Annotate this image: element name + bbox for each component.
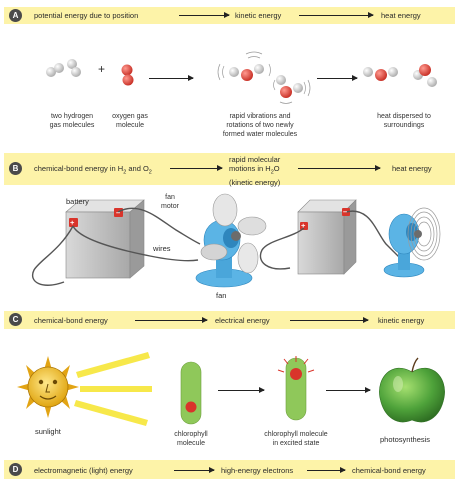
caption-o2-text: oxygen gas molecule xyxy=(112,113,148,129)
fan-right-spinning xyxy=(383,207,441,278)
caption-vibrations: rapid vibrations and rotations of two ne… xyxy=(200,112,320,139)
panel-b-arrow-2 xyxy=(298,165,381,171)
caption-h2: two hydrogen gas molecules xyxy=(37,112,107,130)
caption-sunlight: sunlight xyxy=(35,427,61,436)
caption-heat-text: heat dispersed to surroundings xyxy=(377,113,431,129)
dispersed-water-molecules xyxy=(363,64,437,87)
caption-chlorophyll: chlorophyll molecule xyxy=(161,430,221,448)
panel-c-arrow-1 xyxy=(135,317,208,323)
panel-c-band xyxy=(4,311,455,329)
panel-b-badge: B xyxy=(9,162,22,175)
panel-a-badge: A xyxy=(9,9,22,22)
panel-d-band xyxy=(4,460,455,479)
panel-a-step-3: heat energy xyxy=(381,11,421,20)
panel-d-arrow-2 xyxy=(307,467,346,473)
label-battery: battery xyxy=(66,197,89,206)
caption-vibrations-text: rapid vibrations and rotations of two ne… xyxy=(222,113,298,138)
plus-sign: + xyxy=(98,62,106,76)
battery-right-plus: + xyxy=(301,221,306,230)
panel-a-step-2: kinetic energy xyxy=(235,11,282,20)
caption-chlorophyll-text: chlorophyll molecule xyxy=(174,431,208,447)
sun-icon xyxy=(17,356,79,418)
panel-b-step-2-line2-a: motions in H xyxy=(229,164,271,173)
light-rays xyxy=(74,352,152,426)
panel-b-step-1-a: chemical-bond energy in H xyxy=(34,164,124,173)
panel-c-step-3: kinetic energy xyxy=(378,316,425,325)
panel-d-badge: D xyxy=(9,463,22,476)
panel-b-step-2-line2-sub: 2 xyxy=(270,169,274,176)
fan-left xyxy=(195,193,267,288)
panel-b-step-2-line2-b: O xyxy=(273,164,280,173)
panel-d-arrow-1 xyxy=(174,467,215,473)
panel-b-arrow-1 xyxy=(170,165,223,171)
battery-left-minus: – xyxy=(116,208,121,217)
panel-c-arrow-2 xyxy=(290,317,369,323)
battery-right xyxy=(297,199,357,275)
chlorophyll-excited xyxy=(277,356,315,421)
apple-icon xyxy=(379,357,445,423)
panel-d-step-1: electromagnetic (light) energy xyxy=(34,466,133,475)
panel-a-step-1: potential energy due to position xyxy=(34,11,139,20)
panel-b-step-1-sub2: 2 xyxy=(148,169,152,176)
label-fan-motor: fan motor xyxy=(150,193,190,211)
battery-left-plus: + xyxy=(70,218,75,227)
panel-b-step-2-line1: rapid molecular xyxy=(229,155,281,164)
panel-a-reaction-arrow-1 xyxy=(149,75,194,81)
chlorophyll-molecule xyxy=(180,361,202,425)
caption-excited: chlorophyll molecule in excited state xyxy=(246,430,346,448)
panel-c-arrow-photosynthesis xyxy=(326,387,371,393)
panel-c-badge: C xyxy=(9,313,22,326)
panel-a-arrow-2 xyxy=(299,12,374,18)
panel-b-step-1-sub1: 2 xyxy=(123,169,127,176)
h2-molecule-1 xyxy=(46,63,64,77)
vibrating-water-molecules xyxy=(217,51,311,104)
caption-h2-text: two hydrogen gas molecules xyxy=(49,113,95,129)
wires-left xyxy=(31,207,201,286)
panel-c-arrow-chlorophyll xyxy=(218,387,265,393)
battery-right-minus: – xyxy=(343,207,348,216)
oxygen-molecule xyxy=(121,64,134,86)
caption-excited-text: chlorophyll molecule in excited state xyxy=(264,431,328,447)
label-wires: wires xyxy=(153,244,171,253)
caption-photosynthesis: photosynthesis xyxy=(380,435,431,444)
hydrogen-molecules xyxy=(46,59,81,77)
panel-d-step-3: chemical-bond energy xyxy=(352,466,426,475)
h2-molecule-2 xyxy=(67,59,81,77)
panel-d-step-2: high-energy electrons xyxy=(221,466,294,475)
panel-c-step-1: chemical-bond energy xyxy=(34,316,108,325)
caption-heat: heat dispersed to surroundings xyxy=(363,112,445,130)
label-fan: fan xyxy=(216,291,227,300)
panel-b-step-3: heat energy xyxy=(392,164,432,173)
panel-b-step-2-line3: (kinetic energy) xyxy=(229,177,281,187)
panel-a-reaction-arrow-2 xyxy=(317,75,358,81)
label-fan-motor-text: fan motor xyxy=(161,194,179,210)
panel-a-arrow-1 xyxy=(179,12,230,18)
panel-b-step-1: chemical-bond energy in H2 and O2 xyxy=(34,164,152,178)
panel-b-step-2-line2: motions in H2O xyxy=(229,164,280,178)
panel-b-step-2: rapid molecular motions in H2O (kinetic … xyxy=(229,155,280,187)
battery-left xyxy=(65,199,145,279)
panel-c-step-2: electrical energy xyxy=(215,316,270,325)
caption-o2: oxygen gas molecule xyxy=(103,112,157,130)
panel-b-step-1-b: and O xyxy=(126,164,149,173)
